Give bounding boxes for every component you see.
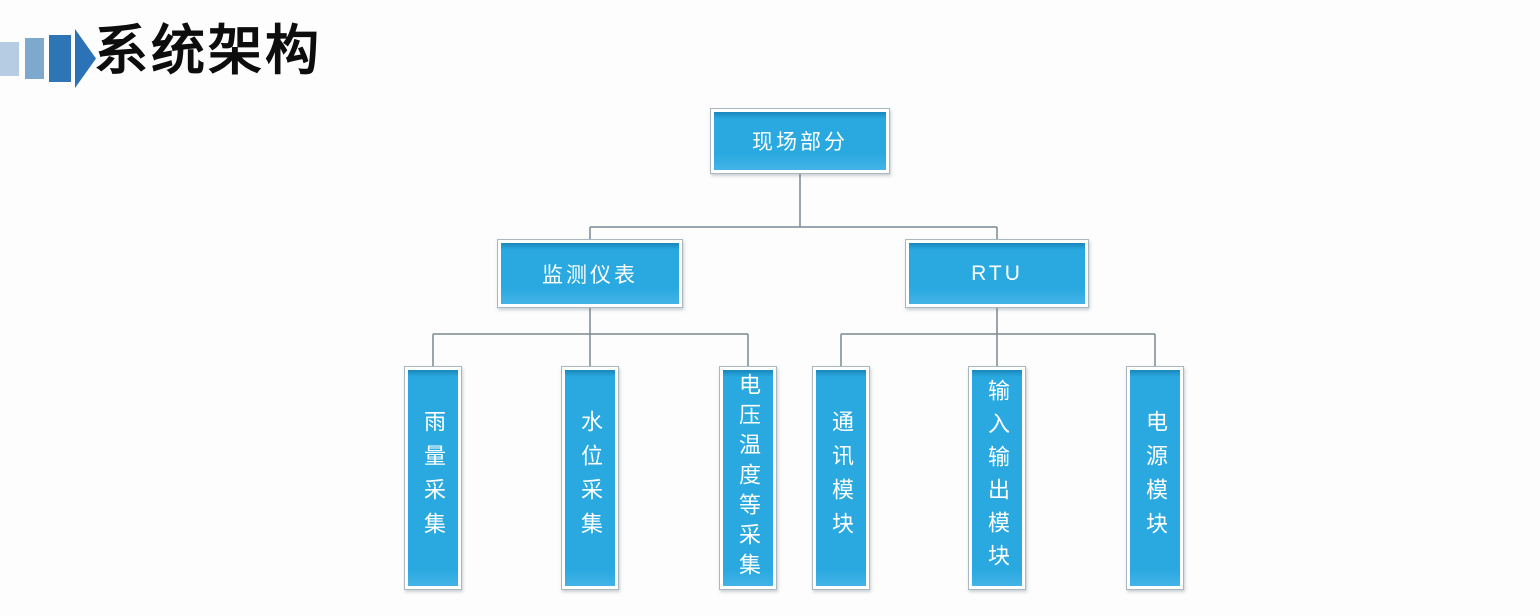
node-water-level-collection: 水位采集 [561, 366, 619, 590]
arrow-bar-3 [49, 35, 71, 82]
node-monitoring-instruments-fill: 监测仪表 [501, 243, 679, 304]
node-label: 通讯模块 [829, 410, 854, 546]
node-voltage-temperature-collection: 电压温度等采集 [719, 366, 777, 590]
arrow-bar-2 [25, 38, 44, 79]
slide-title: 系统架构 [94, 21, 322, 81]
node-label: RTU [971, 261, 1023, 285]
node-rtu-fill: RTU [909, 243, 1085, 304]
arrow-triangle-icon [75, 29, 96, 88]
node-input-output-module-fill: 输入输出模块 [972, 370, 1022, 586]
node-label: 现场部分 [752, 131, 848, 154]
node-label: 电源模块 [1143, 410, 1168, 546]
node-rtu: RTU [905, 239, 1089, 308]
node-power-module-fill: 电源模块 [1130, 370, 1180, 586]
node-rain-collection-fill: 雨量采集 [408, 370, 458, 586]
connector-rtu-to-children [840, 308, 1156, 366]
node-label: 输入输出模块 [985, 379, 1010, 577]
connector-monitoring-to-children [432, 308, 749, 366]
connector-root-to-level2 [589, 174, 998, 239]
title-arrow-bars-icon [0, 29, 96, 88]
node-label: 监测仪表 [542, 263, 638, 287]
node-input-output-module: 输入输出模块 [968, 366, 1026, 590]
node-power-module: 电源模块 [1126, 366, 1184, 590]
node-communication-module-fill: 通讯模块 [816, 370, 866, 586]
node-monitoring-instruments: 监测仪表 [497, 239, 683, 308]
node-communication-module: 通讯模块 [812, 366, 870, 590]
node-label: 电压温度等采集 [736, 373, 761, 583]
node-field-section-fill: 现场部分 [714, 112, 886, 170]
node-field-section: 现场部分 [710, 108, 890, 174]
arrow-bar-1 [0, 42, 19, 76]
node-rain-collection: 雨量采集 [404, 366, 462, 590]
node-label: 雨量采集 [421, 410, 446, 546]
node-label: 水位采集 [578, 410, 603, 546]
node-water-level-collection-fill: 水位采集 [565, 370, 615, 586]
node-voltage-temperature-collection-fill: 电压温度等采集 [723, 370, 773, 586]
